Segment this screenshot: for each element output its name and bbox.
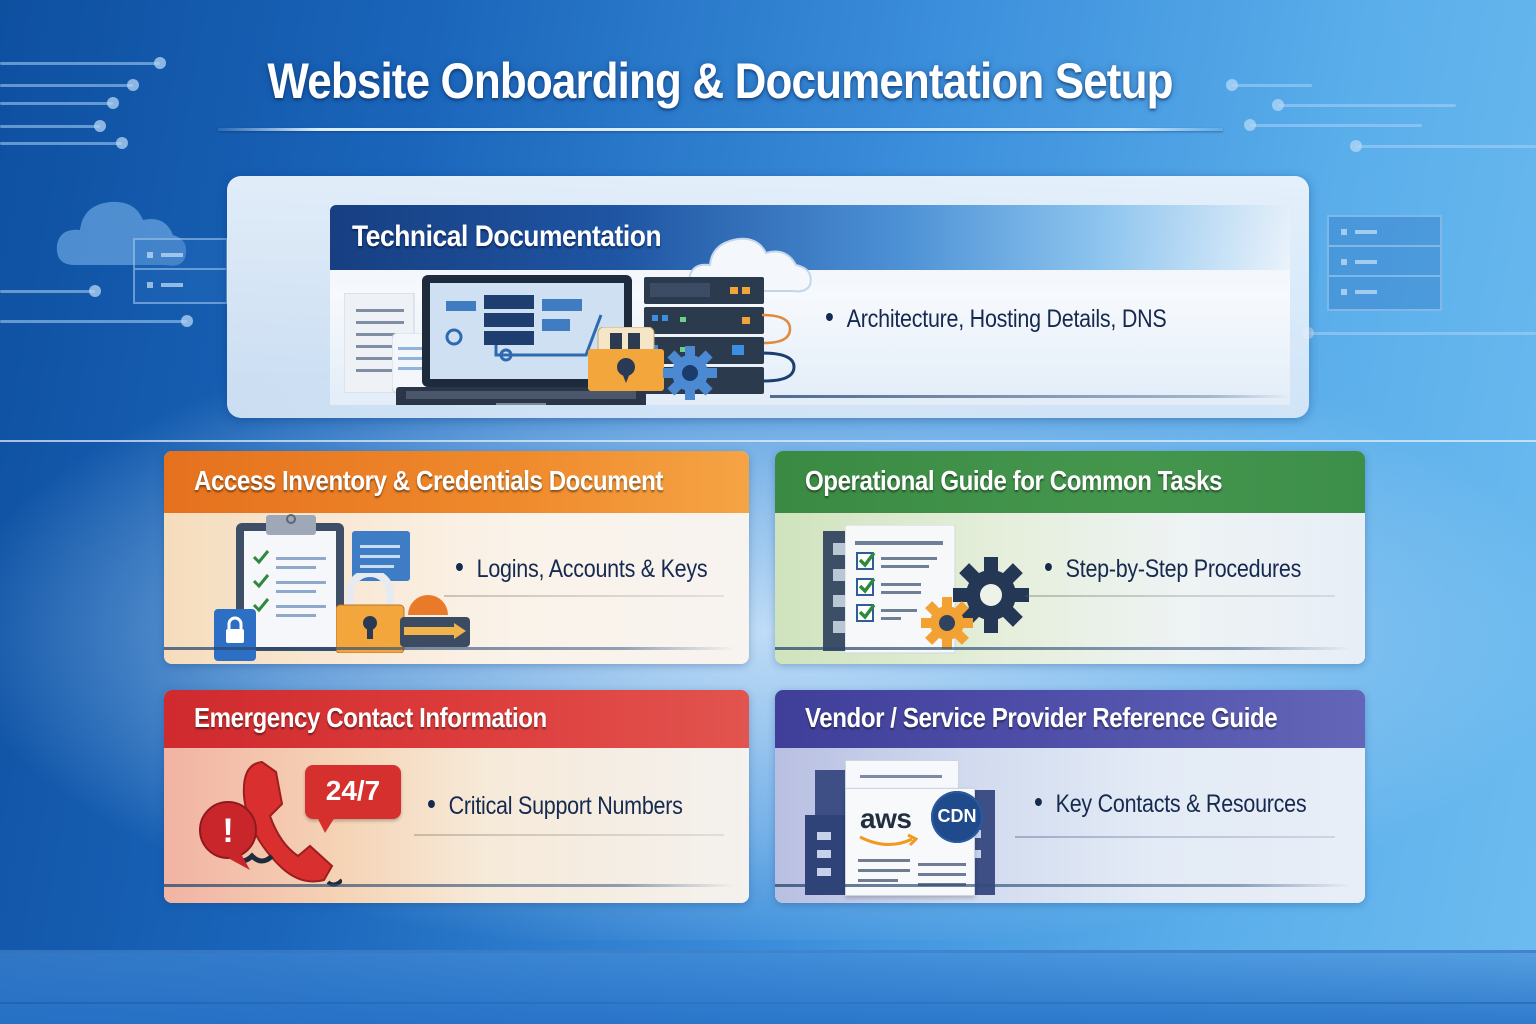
clipboard-checklist-icon — [236, 514, 344, 651]
section-bullet-text: Logins, Accounts & Keys — [476, 555, 708, 583]
bullet-dot — [826, 313, 833, 322]
section-bullet-item: Architecture, Hosting Details, DNS — [826, 305, 1167, 334]
gear-icon — [663, 346, 717, 400]
cloud-icon — [56, 201, 187, 266]
section-heading: Technical Documentation — [352, 220, 662, 253]
lock-badge-icon — [214, 609, 256, 661]
section-bullet-item: Step-by-Step Procedures — [1045, 555, 1301, 584]
background-band — [0, 440, 1536, 442]
section-bullet-item: Critical Support Numbers — [428, 792, 683, 821]
circuit-line-decoration — [0, 137, 128, 149]
circuit-line-decoration — [0, 120, 106, 132]
section-card-emergency[interactable]: Emergency Contact Information ! 24/7 Cri… — [164, 690, 749, 903]
shape-decoration — [408, 595, 448, 615]
circuit-line-decoration — [1350, 140, 1536, 152]
divider — [164, 884, 735, 887]
section-heading: Operational Guide for Common Tasks — [805, 465, 1223, 496]
section-header-operational: Operational Guide for Common Tasks — [775, 451, 1365, 513]
aws-logo-icon[interactable]: aws — [860, 803, 912, 834]
speech-bubble-icon: 24/7 — [305, 765, 401, 833]
section-bullet-item: Key Contacts & Resources — [1035, 790, 1307, 819]
circuit-line-decoration — [0, 79, 139, 91]
divider — [770, 395, 1290, 398]
section-bullet-item: Logins, Accounts & Keys — [456, 555, 708, 584]
server-rack-decoration — [133, 238, 228, 304]
padlock-icon — [588, 327, 664, 391]
circuit-line-decoration — [1226, 79, 1312, 91]
alert-glyph: ! — [222, 812, 233, 850]
circuit-line-decoration — [1272, 99, 1456, 111]
section-header-vendor: Vendor / Service Provider Reference Guid… — [775, 690, 1365, 748]
divider — [444, 595, 724, 597]
section-card-technical[interactable]: Technical Documentation — [330, 205, 1290, 405]
section-header-technical: Technical Documentation — [330, 205, 1290, 270]
section-bullet-text: Architecture, Hosting Details, DNS — [846, 305, 1167, 333]
divider — [775, 884, 1351, 887]
circuit-line-decoration — [0, 97, 119, 109]
background-band — [0, 1002, 1536, 1004]
availability-badge: 24/7 — [325, 775, 381, 806]
section-bullet-text: Step-by-Step Procedures — [1065, 555, 1302, 583]
divider — [414, 834, 724, 836]
section-bullet-text: Key Contacts & Resources — [1055, 790, 1307, 818]
divider — [1025, 595, 1335, 597]
cdn-label: CDN — [937, 806, 977, 826]
bullet-dot — [1035, 798, 1042, 807]
key-icon — [400, 617, 470, 647]
gear-icon — [953, 557, 1029, 633]
checklist-document-icon — [845, 525, 956, 654]
circuit-line-decoration — [0, 57, 166, 69]
gear-icon — [921, 597, 973, 649]
circuit-line-decoration — [0, 285, 101, 297]
divider — [164, 647, 735, 650]
server-rack-decoration — [1327, 215, 1442, 311]
section-bullet-text: Critical Support Numbers — [448, 792, 683, 820]
section-card-vendor[interactable]: Vendor / Service Provider Reference Guid… — [775, 690, 1365, 903]
section-header-emergency: Emergency Contact Information — [164, 690, 749, 752]
padlock-icon — [336, 573, 405, 653]
alert-bubble-icon: ! — [199, 801, 257, 870]
section-card-operational[interactable]: Operational Guide for Common Tasks — [775, 451, 1365, 664]
bullet-dot — [1045, 563, 1052, 572]
circuit-line-decoration — [1244, 119, 1422, 131]
document-icon — [352, 531, 410, 581]
section-header-access: Access Inventory & Credentials Document — [164, 451, 749, 513]
section-heading: Emergency Contact Information — [194, 702, 547, 733]
title-underline — [218, 128, 1223, 131]
circuit-line-decoration — [1302, 327, 1536, 339]
bullet-dot — [428, 800, 435, 809]
circuit-line-decoration — [0, 315, 193, 327]
section-card-access[interactable]: Access Inventory & Credentials Document — [164, 451, 749, 664]
page-title: Website Onboarding & Documentation Setup — [267, 53, 1173, 109]
section-heading: Access Inventory & Credentials Document — [194, 465, 663, 496]
divider — [775, 647, 1351, 650]
cable-decoration — [761, 313, 796, 383]
aws-smile-icon — [859, 833, 918, 847]
background-footer-zone — [0, 950, 1536, 1024]
divider — [1015, 836, 1335, 838]
section-heading: Vendor / Service Provider Reference Guid… — [805, 702, 1278, 733]
bullet-dot — [456, 563, 463, 572]
cdn-badge-icon[interactable]: CDN — [931, 791, 983, 843]
